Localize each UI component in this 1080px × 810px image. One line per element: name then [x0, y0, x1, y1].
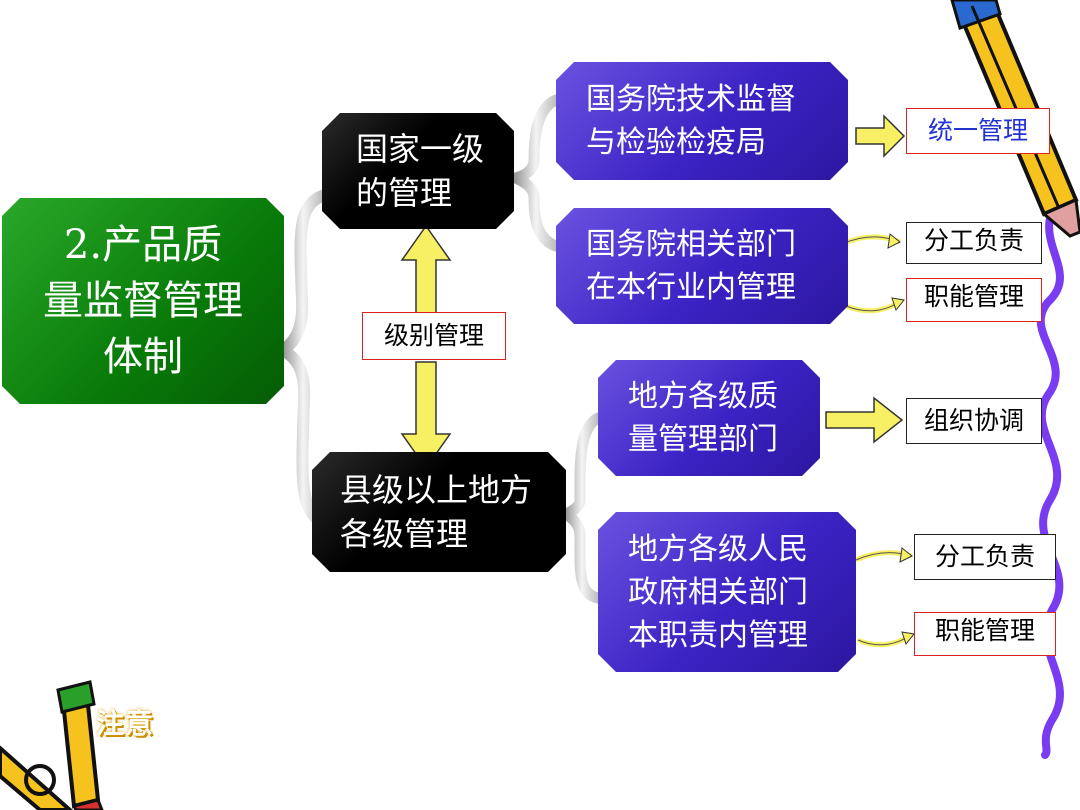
label-functional-management: 职能管理: [906, 278, 1042, 322]
branch-box-state-council-bureau: 国务院技术监督 与检验检疫局: [556, 62, 848, 180]
label-organize-coordinate: 组织协调: [906, 398, 1042, 444]
up-arrow: [400, 224, 452, 315]
down-arrow: [400, 361, 452, 470]
local-level-box: 县级以上地方 各级管理: [312, 452, 566, 572]
branch-box-local-government-departments: 地方各级人民 政府相关部门 本职责内管理: [598, 512, 856, 672]
branch-line: 地方各级人民: [628, 531, 808, 567]
branch-line: 量管理部门: [628, 422, 778, 457]
local-line: 各级管理: [340, 515, 469, 553]
local-bracket: [555, 412, 604, 604]
branch-line: 地方各级质: [628, 379, 778, 414]
branch-line: 与检验检疫局: [586, 125, 766, 160]
national-level-box: 国家一级 的管理: [322, 113, 514, 229]
root-line: 量监督管理: [43, 278, 243, 324]
branch-box-state-council-departments: 国务院相关部门 在本行业内管理: [556, 208, 848, 324]
right-arrow-1: [855, 114, 906, 158]
label-division-responsibility: 分工负责: [906, 222, 1042, 264]
label-division-responsibility: 分工负责: [914, 534, 1056, 580]
branch-line: 本职责内管理: [628, 617, 808, 653]
level-management-label: 级别管理: [362, 312, 506, 360]
root-line: 体制: [103, 334, 183, 380]
branch-line: 国务院技术监督: [586, 82, 796, 117]
label-unified-management: 统一管理: [906, 108, 1050, 154]
local-line: 县级以上地方: [340, 471, 533, 509]
label-functional-management: 职能管理: [914, 612, 1056, 656]
branch-line: 国务院相关部门: [586, 227, 796, 262]
branch-line: 在本行业内管理: [586, 270, 796, 305]
root-line: 2.产品质: [63, 222, 223, 268]
branch-box-local-quality-departments: 地方各级质 量管理部门: [598, 360, 820, 476]
root-box-quality-supervision: 2.产品质 量监督管理 体制: [2, 198, 284, 404]
main-bracket: [275, 190, 328, 528]
national-bracket: [501, 94, 562, 252]
right-arrow-2: [825, 396, 904, 444]
wavy-decoration-line: [1036, 196, 1064, 759]
pencil-icon-bottom-left: [0, 680, 104, 810]
note-link[interactable]: 注意: [96, 707, 155, 740]
national-line: 的管理: [356, 174, 453, 212]
national-line: 国家一级: [356, 130, 485, 168]
branch-line: 政府相关部门: [628, 574, 808, 610]
